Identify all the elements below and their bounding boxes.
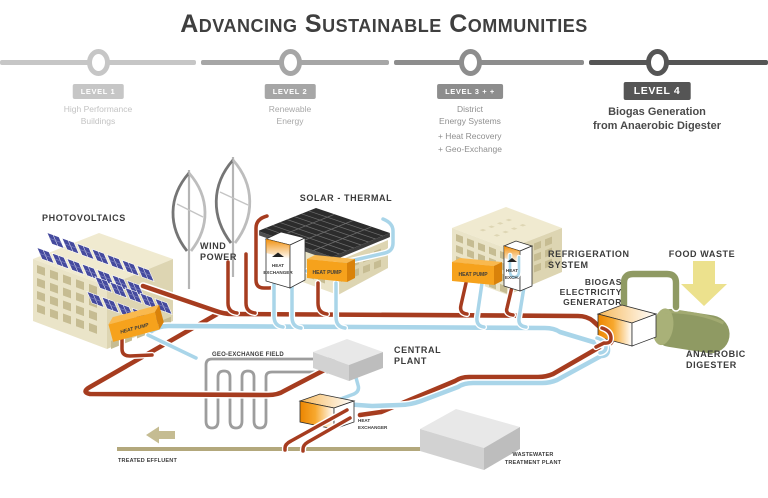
label-central-hx-1: HEAT [358,418,370,423]
label-central-hx-2: EXCHANGER [358,425,388,430]
label-wastewater-1: WASTEWATER [512,452,553,458]
label-refrigeration-2: SYSTEM [548,260,589,270]
page-title: Advancing Sustainable Communities [180,10,588,38]
wind-turbines-icon [171,157,252,289]
refrig-hx-label-1: HEAT [506,268,518,273]
timeline-node-2 [279,49,302,76]
label-solar-thermal: SOLAR - THERMAL [300,193,393,203]
biogas-generator [596,304,658,353]
label-food-waste: FOOD WASTE [669,249,736,259]
level-1-badge: LEVEL 1 [72,84,124,99]
heat-exchanger-icon [507,258,517,262]
label-photovoltaics: PHOTOVOLTAICS [42,213,126,223]
label-wastewater-2: TREATMENT PLANT [505,460,562,466]
level-4-badge: LEVEL 4 [623,82,691,100]
refrig-hp-label: HEAT PUMP [458,272,488,278]
level-3-description: District Energy Systems [439,104,501,126]
timeline-node-4 [646,49,669,76]
label-treated-effluent: TREATED EFFLUENT [118,458,177,464]
central-plant-building [313,339,383,381]
timeline-segment-4 [589,60,768,65]
refrigeration-heat-pump: HEAT PUMP [452,258,502,285]
label-digester-1: ANAEROBIC [686,349,746,359]
label-biogas-1: BIOGAS [585,277,622,287]
timeline-segment-3 [394,60,584,65]
food-waste-arrow-icon [681,261,727,306]
pv-heat-pump: HEAT PUMP [108,304,164,342]
label-central-plant-1: CENTRAL [394,345,441,355]
refrig-hx-label-2: EXCH. [505,275,519,280]
level-4-description: Biogas Generation from Anaerobic Digeste… [593,106,721,133]
solar-hx-label-2: EXCHANGER [263,270,293,275]
label-central-plant-2: PLANT [394,356,427,366]
level-3-extra: + Heat Recovery + Geo-Exchange [437,131,503,154]
label-wind-2: POWER [200,252,237,262]
label-biogas-2: ELECTRICITY [560,287,622,297]
solar-hp-label: HEAT PUMP [312,270,342,276]
refrigeration-heat-exchanger: HEAT EXCH. [502,240,534,292]
central-heat-exchanger [285,393,356,451]
label-geo-field: GEO-EXCHANGE FIELD [212,352,284,358]
label-biogas-3: GENERATOR [563,297,622,307]
level-2-badge: LEVEL 2 [264,84,316,99]
solar-hx-label-1: HEAT [272,263,284,268]
timeline-node-1 [87,49,110,76]
effluent-arrow-icon [146,426,175,444]
solar-heat-exchanger: HEAT EXCHANGER [263,231,307,289]
anaerobic-digester-tank [652,308,730,354]
level-2-description: Renewable Energy [268,104,312,126]
solar-heat-pump: HEAT PUMP [307,255,355,282]
label-wind-1: WIND [200,241,226,251]
level-3-badge: LEVEL 3 + + [437,84,503,99]
timeline-node-3 [459,49,482,76]
label-digester-2: DIGESTER [686,360,737,370]
biogas-pipe [624,274,676,313]
label-refrigeration-1: REFRIGERATION [548,249,630,259]
heat-exchanger-icon [272,252,284,257]
wastewater-plant-building [420,409,520,470]
level-1-description: High Performance Buildings [63,104,133,126]
